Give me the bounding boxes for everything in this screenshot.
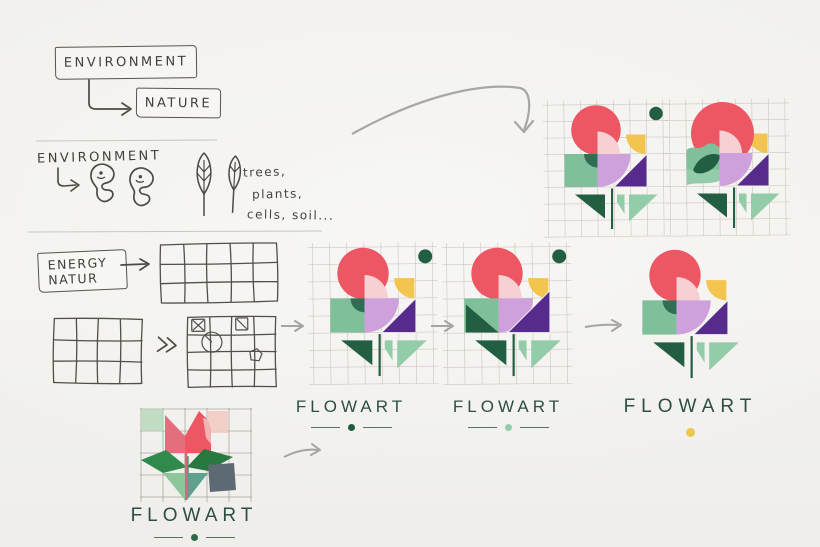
natur-label: NATUR (48, 270, 99, 288)
flowart-logo-thumbnail-1 (542, 99, 669, 238)
leaf-doodle-icon (228, 155, 242, 213)
sketch-box-environment: ENVIRONMENT (54, 45, 198, 80)
final-wordmark: FLOWART (623, 396, 758, 437)
right-arrow-icon (584, 319, 622, 332)
right-arrow-icon (283, 443, 321, 458)
wordmark-underline (153, 534, 235, 541)
note-cells-soil: cells, soil... (246, 207, 335, 223)
underline-rule (362, 427, 392, 428)
underline-rule (310, 427, 340, 428)
underline-dot (190, 534, 198, 541)
concept1-wordmark: FLOWART (296, 397, 406, 431)
grid-sketch-3 (186, 315, 277, 389)
note-trees: trees, (242, 164, 287, 180)
underline-rule (519, 427, 549, 428)
small-elbow-arrow-icon (57, 167, 80, 192)
grid-sketch-2 (52, 317, 143, 385)
cell-doodle-icon (129, 167, 154, 207)
right-arrow-icon (281, 320, 304, 332)
curved-arrow-icon (351, 85, 535, 135)
underline-dot (347, 424, 355, 431)
concept1-flower (307, 241, 439, 385)
sketch-flower-logo (140, 408, 252, 502)
wordmark-text: FLOWART (452, 397, 564, 416)
sketch-box-nature: NATURE (135, 87, 222, 119)
flowart-logo-thumbnail-2 (664, 98, 791, 237)
underline-rule (153, 537, 183, 538)
cell-doodle-icon (90, 163, 115, 203)
concept2-wordmark: FLOWART (453, 397, 563, 431)
leaf-doodle-icon (196, 152, 212, 216)
double-chevron-arrow-icon (156, 336, 177, 353)
sketch-divider-2 (27, 230, 323, 233)
underline-rule (467, 427, 497, 428)
note-plants: plants, (251, 186, 304, 202)
underline-dot (504, 424, 512, 431)
wordmark-text: FLOWART (130, 505, 258, 526)
sketch-box-nature-label: NATURE (144, 95, 213, 111)
final-flower (642, 249, 739, 379)
wordmark-underline (310, 424, 392, 431)
flowart-logo-sketch-wordmark: FLOWART (130, 505, 258, 541)
elbow-arrow-icon (88, 79, 132, 116)
right-arrow-icon (120, 258, 150, 271)
wordmark-text: FLOWART (295, 397, 407, 416)
sketch-box-energy-natur: ENERGY NATUR (37, 249, 128, 293)
grid-sketch-1 (159, 242, 279, 304)
right-arrow-icon (431, 320, 454, 332)
concept2-flower (441, 241, 573, 385)
wordmark-underline (467, 424, 549, 431)
energy-label: ENERGY (47, 254, 108, 273)
wordmark-text: FLOWART (623, 396, 758, 417)
underline-rule (205, 537, 235, 538)
underline-dot (686, 428, 695, 437)
sketch-box-environment-label: ENVIRONMENT (63, 54, 189, 71)
sketch-divider-1 (35, 139, 218, 142)
